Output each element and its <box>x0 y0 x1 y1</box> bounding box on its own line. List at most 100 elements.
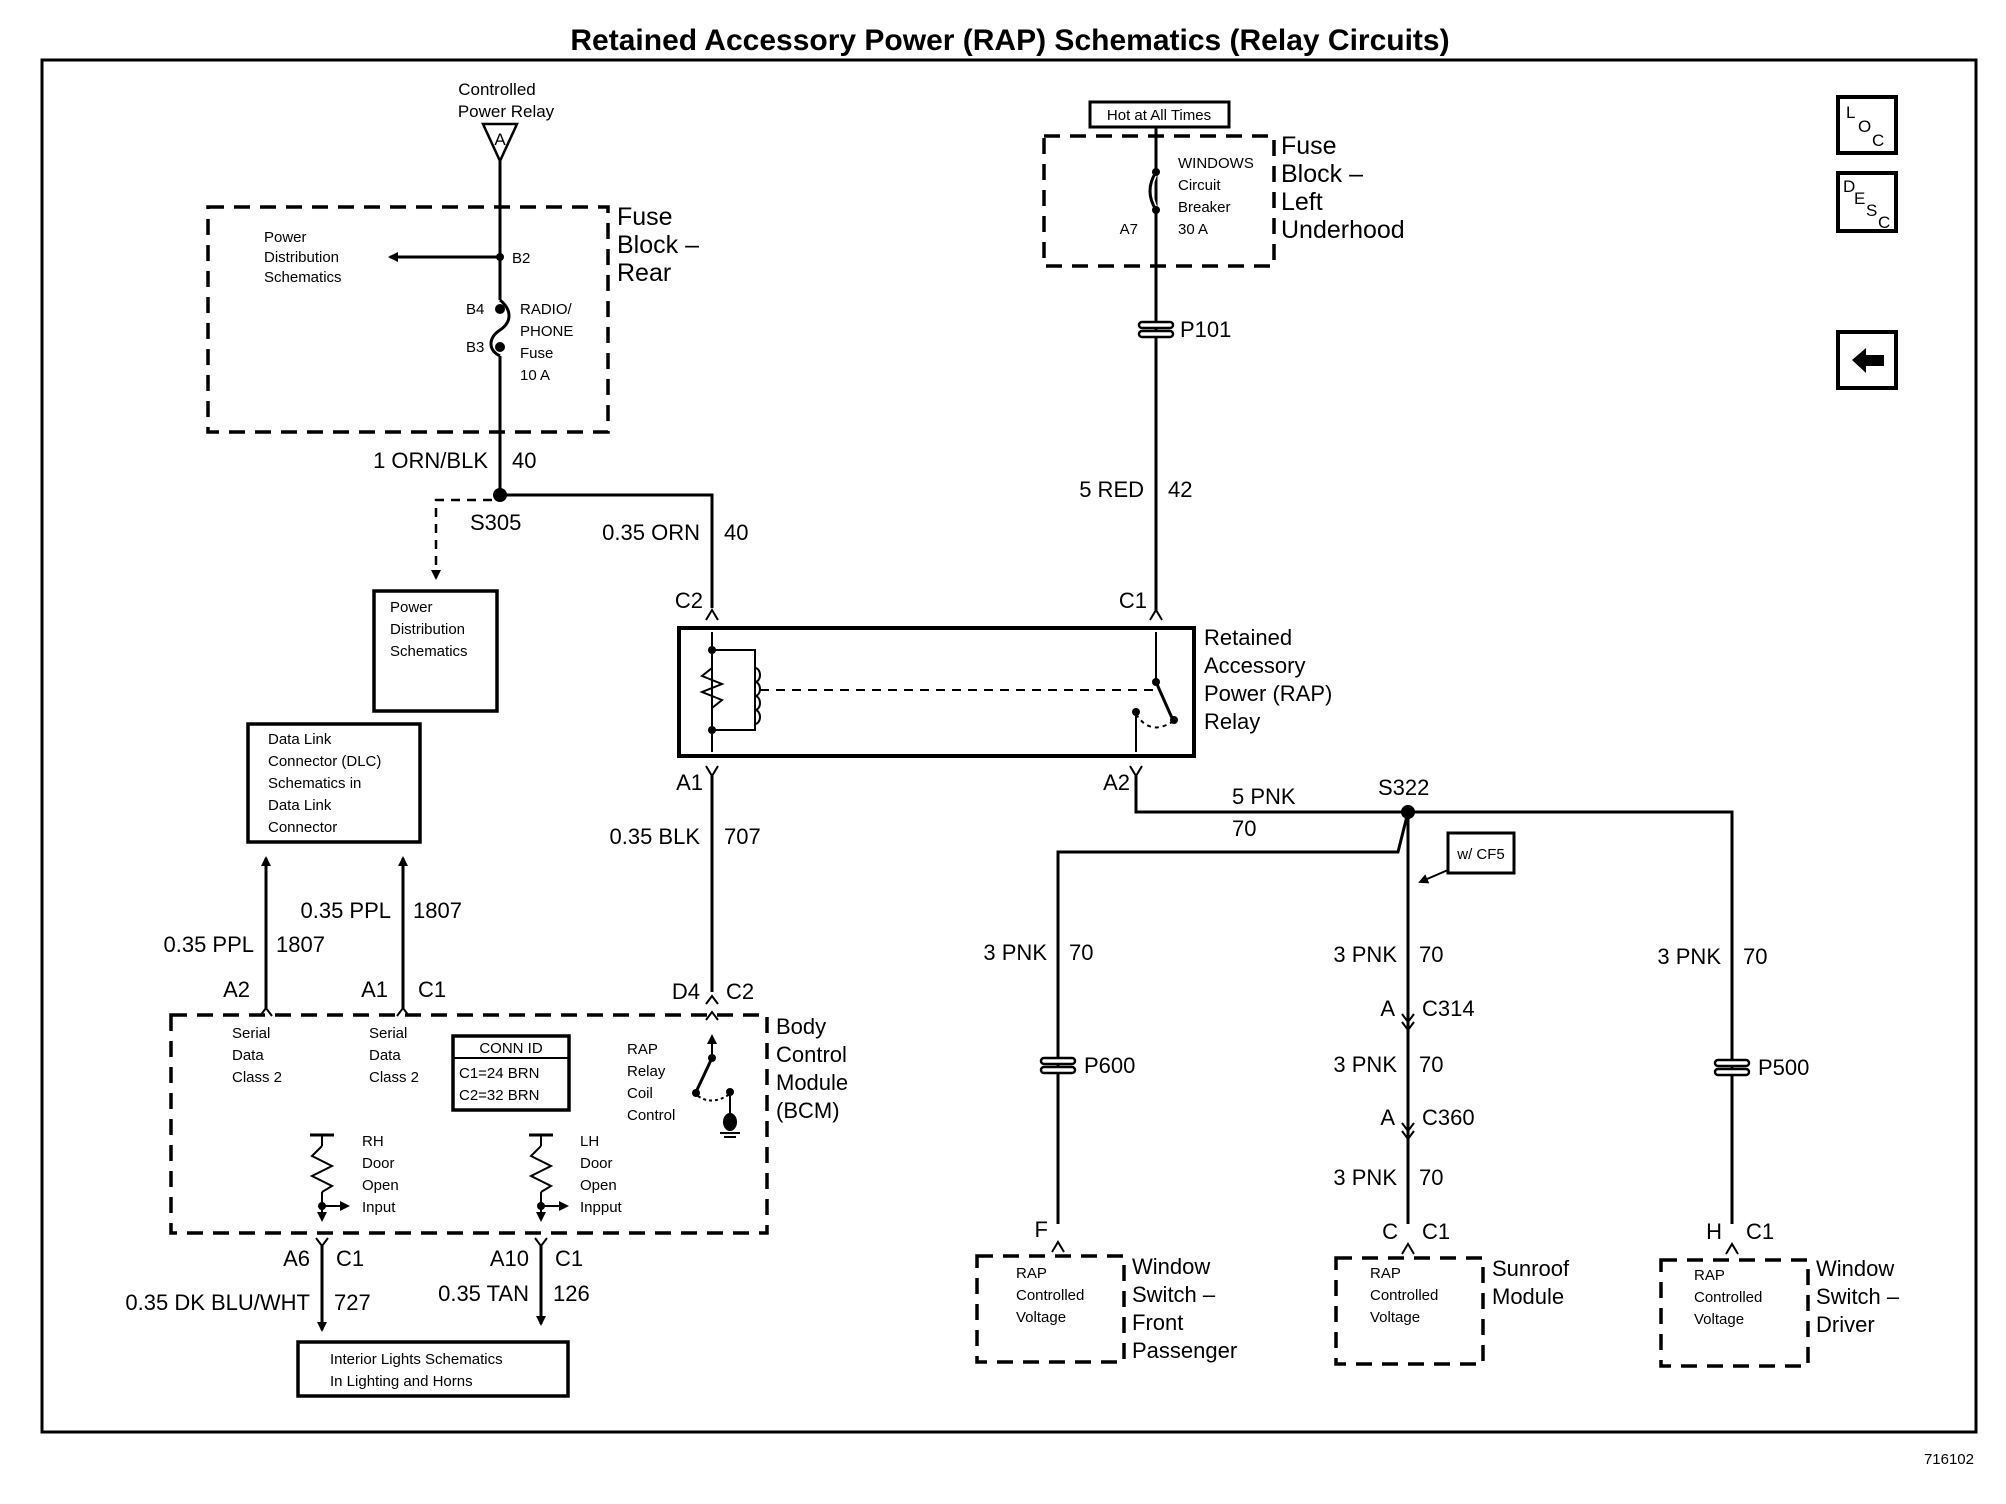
bcm-name: Control <box>776 1042 847 1067</box>
c360-pin-label: A <box>1380 1105 1395 1130</box>
fbr-power-dist-text: Distribution <box>264 249 339 266</box>
load-front-passenger[interactable]: F RAP Controlled Voltage Window Switch –… <box>975 1217 1237 1364</box>
lh-door-label: Inpput <box>580 1199 623 1216</box>
load-inner-text: Controlled <box>1694 1289 1762 1306</box>
connector-c360-icon <box>1401 1122 1415 1141</box>
connector-a1-icon <box>705 765 719 778</box>
rap-relay-box[interactable] <box>677 626 1196 758</box>
load-name: Module <box>1492 1284 1564 1309</box>
wire-label-orn-blk: 1 ORN/BLK <box>373 448 488 473</box>
load-outline <box>975 1254 1126 1364</box>
wire-pnk-front-passenger <box>1056 811 1410 1224</box>
load-sunroof-module[interactable]: C C1 RAP Controlled Voltage Sunroof Modu… <box>1334 1219 1570 1366</box>
serial-data-label-2: Class 2 <box>369 1069 419 1086</box>
serial-data-label-2: Serial <box>369 1025 407 1042</box>
radio-fuse-label: Fuse <box>520 345 553 362</box>
load-pin-label: F <box>1035 1217 1048 1242</box>
wire-circuit-126: 126 <box>553 1281 590 1306</box>
interior-lights-box[interactable] <box>296 1340 570 1398</box>
option-tag-pointer <box>1418 869 1449 884</box>
c314-pin-label: A <box>1380 996 1395 1021</box>
dlc-box[interactable] <box>246 722 422 844</box>
loc-letter-c: C <box>1872 131 1884 150</box>
wire-circuit-40-b: 40 <box>724 520 748 545</box>
wire-orn <box>500 493 714 608</box>
wire-label-pnk-sr3: 3 PNK <box>1333 1165 1397 1190</box>
fuse-block-left-name: Left <box>1281 188 1323 216</box>
wire-label-red: 5 RED <box>1079 477 1144 502</box>
rh-door-label: Input <box>362 1199 396 1216</box>
load-connector-icon <box>1051 1240 1065 1253</box>
wire-circuit-70-fp: 70 <box>1069 940 1093 965</box>
load-connector-icon <box>1401 1242 1415 1255</box>
dlc-box-text: Data Link <box>268 731 332 748</box>
conn-id-row: C2=32 BRN <box>459 1087 539 1104</box>
back-button[interactable] <box>1836 330 1898 390</box>
conn-id-row: C1=24 BRN <box>459 1065 539 1082</box>
interior-lights-text: In Lighting and Horns <box>330 1373 473 1390</box>
wire-pnk-main <box>1134 776 1734 1224</box>
power-dist-box[interactable] <box>372 589 499 713</box>
load-inner-text: Voltage <box>1694 1311 1744 1328</box>
fuse-block-left-name: Fuse <box>1281 132 1337 160</box>
relay-c1-label: C1 <box>1119 588 1147 613</box>
load-inner-text: RAP <box>1016 1265 1047 1282</box>
wire-circuit-70-sr1: 70 <box>1419 942 1443 967</box>
connector-c1-icon <box>1149 608 1163 621</box>
load-conn-label: C1 <box>1422 1219 1450 1244</box>
desc-button[interactable]: D E S C <box>1836 171 1898 233</box>
fuse-block-rear-name: Fuse <box>617 203 673 231</box>
breaker-label: Circuit <box>1178 177 1221 194</box>
connector-c2-icon <box>705 608 719 621</box>
desc-letter-e: E <box>1854 189 1865 208</box>
rh-door-label: RH <box>362 1133 384 1150</box>
wire-circuit-70-dr: 70 <box>1743 944 1767 969</box>
relay-resistor-icon <box>699 667 725 709</box>
loc-button[interactable]: L O C <box>1836 95 1898 155</box>
load-driver-window-switch[interactable]: H C1 RAP Controlled Voltage Window Switc… <box>1659 1219 1900 1368</box>
load-name: Passenger <box>1132 1338 1237 1363</box>
bcm-c1-label: C1 <box>418 977 446 1002</box>
wire-label-blk: 0.35 BLK <box>609 824 700 849</box>
load-outline <box>1334 1256 1485 1366</box>
p600-label: P600 <box>1084 1053 1135 1078</box>
p101-label: P101 <box>1180 317 1231 342</box>
bcm-a10-label: A10 <box>490 1246 529 1271</box>
wire-circuit-40: 40 <box>512 448 536 473</box>
serial-data-label: Data <box>232 1047 264 1064</box>
wire-label-ppl-a1: 0.35 PPL <box>300 898 391 923</box>
bcm-name: Module <box>776 1070 848 1095</box>
fuse-block-left-name: Underhood <box>1281 216 1405 244</box>
relay-name: Power (RAP) <box>1204 681 1332 706</box>
wire-label-orn: 0.35 ORN <box>602 520 700 545</box>
power-dist-box-text: Distribution <box>390 621 465 638</box>
pass-through-p600-icon <box>1039 1056 1077 1075</box>
terminal-b3-label: B3 <box>466 339 484 356</box>
option-tag-label: w/ CF5 <box>1456 846 1505 863</box>
power-dist-box-text: Schematics <box>390 643 468 660</box>
diagram-frame <box>40 58 1978 1434</box>
connector-c314-icon <box>1401 1013 1415 1032</box>
source-terminal-label: A <box>494 130 506 149</box>
rh-door-label: Door <box>362 1155 395 1172</box>
fbr-power-dist-text: Power <box>264 229 307 246</box>
breaker-label: Breaker <box>1178 199 1231 216</box>
load-conn-label: C1 <box>1746 1219 1774 1244</box>
terminal-b4-label: B4 <box>466 301 484 318</box>
dlc-box-text: Schematics in <box>268 775 361 792</box>
load-inner-text: Controlled <box>1016 1287 1084 1304</box>
hot-at-all-times-badge <box>1088 100 1231 129</box>
relay-a1-label: A1 <box>676 770 703 795</box>
connector-a10-icon <box>534 1237 548 1248</box>
conn-id-title: CONN ID <box>479 1040 543 1057</box>
wire-label-dk-blu-wht: 0.35 DK BLU/WHT <box>125 1290 310 1315</box>
bcm-a10-conn-label: C1 <box>555 1246 583 1271</box>
bcm-d4-label: D4 <box>672 979 700 1004</box>
bcm-outline[interactable] <box>169 1013 769 1235</box>
c314-label: C314 <box>1422 996 1475 1021</box>
source-triangle-icon <box>481 122 519 164</box>
wire-label-pnk-fp: 3 PNK <box>983 940 1047 965</box>
desc-letter-c: C <box>1878 213 1890 232</box>
lh-door-label: Door <box>580 1155 613 1172</box>
load-name: Front <box>1132 1310 1183 1335</box>
